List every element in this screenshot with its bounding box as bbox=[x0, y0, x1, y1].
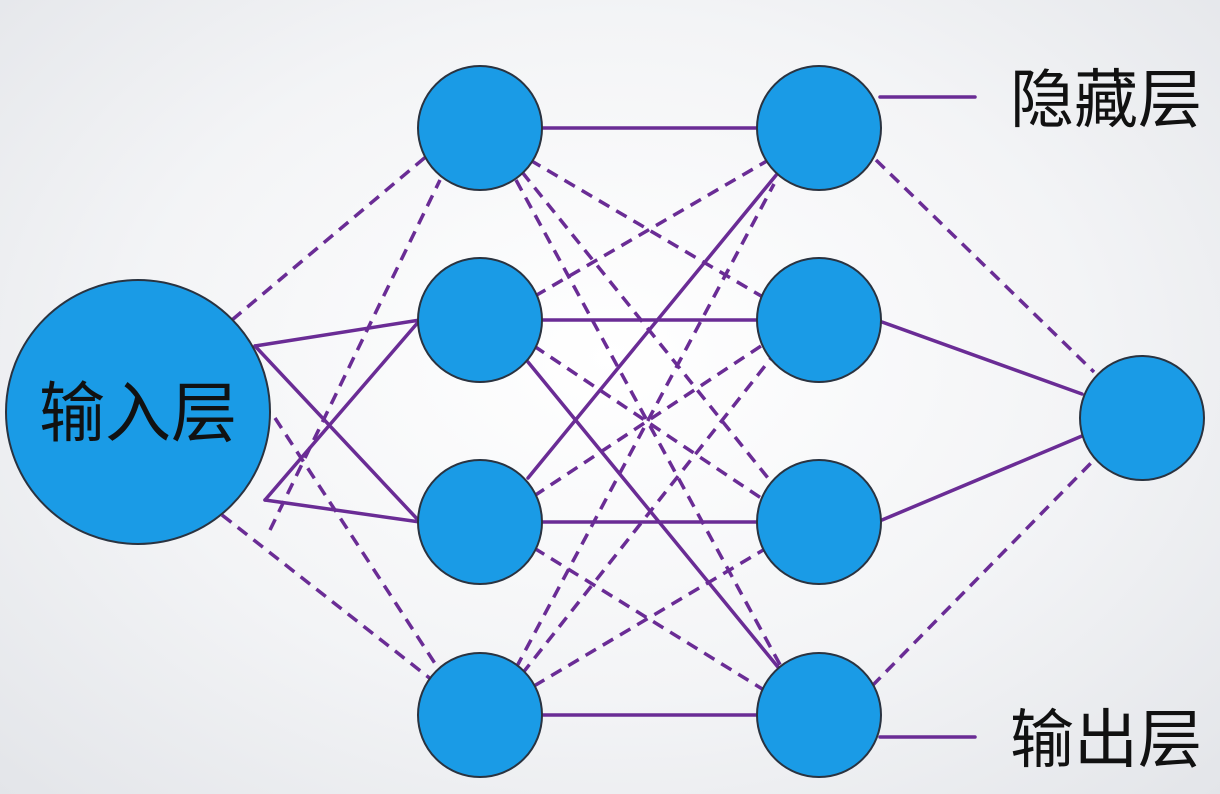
edge-input-h1n3b bbox=[253, 344, 422, 524]
edge-h1n1-h2n2 bbox=[529, 158, 769, 302]
edge-input-h1n1b bbox=[268, 179, 442, 531]
hidden1-node-3 bbox=[417, 459, 543, 585]
edge-h2n1-out bbox=[874, 158, 1096, 374]
hidden1-node-1 bbox=[417, 65, 543, 191]
input-layer-label: 输入层 bbox=[39, 375, 237, 452]
input-layer bbox=[5, 279, 271, 545]
hidden2-node-3 bbox=[756, 459, 882, 585]
edge-input-h1n2b bbox=[263, 318, 422, 502]
hidden2-node-1 bbox=[756, 65, 882, 191]
hidden2-node-4 bbox=[756, 652, 882, 778]
hidden1-node-4 bbox=[417, 652, 543, 778]
edge-h2n3-out bbox=[880, 434, 1084, 522]
edge-h1n2-h2n3 bbox=[533, 344, 765, 502]
hidden2-node-2 bbox=[756, 257, 882, 383]
output-layer bbox=[1079, 355, 1205, 481]
edge-h1n3-h2n2 bbox=[533, 342, 765, 498]
edge-h1n4-h2n2 bbox=[520, 350, 778, 676]
edges-input-to-hidden1 bbox=[220, 153, 442, 682]
edge-h1n2-h2n1 bbox=[534, 156, 773, 298]
edge-h2n2-out bbox=[880, 320, 1084, 396]
edge-input-h1n4b bbox=[273, 417, 438, 666]
edge-h1n3-h2n4 bbox=[533, 546, 765, 692]
hidden1-node-2 bbox=[417, 257, 543, 383]
edge-h1n4-h2n1 bbox=[514, 183, 776, 669]
edges-hidden2-to-output bbox=[870, 158, 1096, 688]
edge-h1n2-h2n4 bbox=[526, 360, 784, 674]
edges-hidden1-to-hidden2 bbox=[514, 126, 786, 717]
edge-h1n4-h2n3 bbox=[533, 544, 771, 688]
edge-input-h1n1 bbox=[230, 153, 430, 322]
hidden-layer-1 bbox=[417, 65, 543, 778]
edge-h1n1-h2n4 bbox=[514, 179, 786, 673]
edge-h1n3-h2n1 bbox=[526, 166, 784, 480]
hidden-layer-label: 隐藏层 bbox=[1010, 64, 1202, 138]
edge-h2n4-out bbox=[870, 460, 1094, 688]
input-node bbox=[5, 279, 271, 545]
edge-input-h1n4 bbox=[220, 513, 434, 682]
edge-input-h1n3 bbox=[263, 498, 422, 524]
output-node bbox=[1079, 355, 1205, 481]
edge-input-h1n2 bbox=[253, 318, 422, 348]
hidden-layer-2 bbox=[756, 65, 882, 778]
output-layer-label: 输出层 bbox=[1010, 704, 1202, 778]
